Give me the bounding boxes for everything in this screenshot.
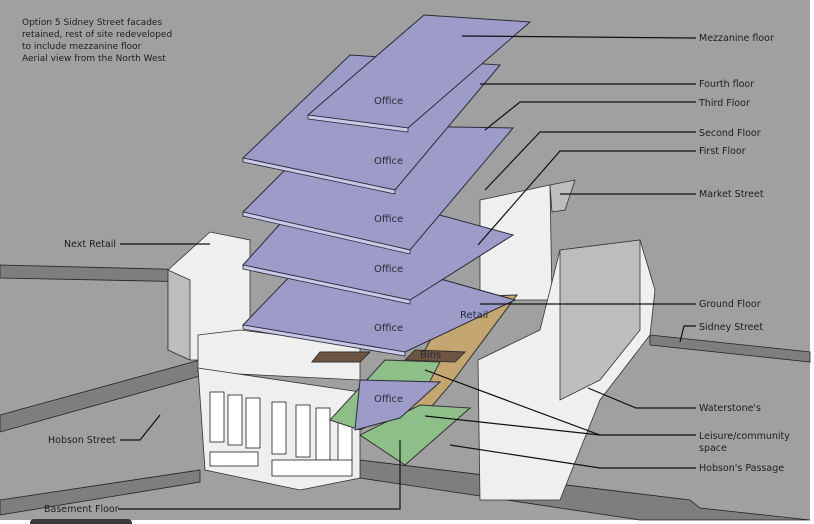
office-label-first: Office <box>374 323 403 334</box>
label-fourth-floor: Fourth floor <box>699 79 754 90</box>
label-second-floor: Second Floor <box>699 128 761 139</box>
label-ground-floor: Ground Floor <box>699 299 761 310</box>
waterstones-side <box>559 239 641 401</box>
label-third-floor: Third Floor <box>698 98 750 109</box>
office-label-third: Office <box>374 214 403 225</box>
label-hobsons-passage: Hobson's Passage <box>699 463 784 474</box>
note-line-3: to include mezzanine floor <box>22 42 142 52</box>
sidney-street-road <box>649 334 811 363</box>
bins-zone <box>403 349 467 363</box>
label-leisure-space: Leisure/community space <box>699 431 793 454</box>
road-lower-left <box>0 469 201 516</box>
note-line-2: retained, rest of site redeveloped <box>22 30 172 40</box>
market-street-roof <box>549 179 576 213</box>
retail-label: Retail <box>460 310 488 321</box>
note-line-4: Aerial view from the North West <box>22 54 166 64</box>
office-label-fourth: Office <box>374 156 403 167</box>
label-leisure-line-1: Leisure/community <box>699 431 790 442</box>
bins-label: Bins <box>420 350 441 361</box>
leader-lines <box>118 35 697 510</box>
label-hobson-street: Hobson Street <box>48 435 116 446</box>
office-label-second: Office <box>374 264 403 275</box>
label-mezzanine-floor: Mezzanine floor <box>699 33 774 44</box>
label-first-floor: First Floor <box>699 146 746 157</box>
office-label-mezzanine: Office <box>374 96 403 107</box>
facade-windows <box>209 391 353 477</box>
office-label-ground: Office <box>374 394 403 405</box>
label-next-retail: Next Retail <box>64 239 116 250</box>
label-sidney-street: Sidney Street <box>699 322 763 333</box>
next-retail-side <box>167 269 191 361</box>
label-basement-floor: Basement Floor <box>44 504 119 515</box>
note-line-1: Option 5 Sidney Street facades <box>22 18 162 28</box>
ground-office-slab <box>354 379 442 431</box>
label-waterstones: Waterstone's <box>699 403 761 414</box>
label-market-street: Market Street <box>699 189 764 200</box>
bins-zone-left <box>310 351 372 363</box>
bottom-tab <box>30 519 132 524</box>
sidney-street-facade <box>197 367 361 491</box>
mezzanine-floor-slab <box>306 14 532 133</box>
view-description: Option 5 Sidney Street facades retained,… <box>22 18 175 64</box>
label-leisure-line-2: space <box>699 443 727 454</box>
leisure-zone-lower <box>359 404 472 466</box>
